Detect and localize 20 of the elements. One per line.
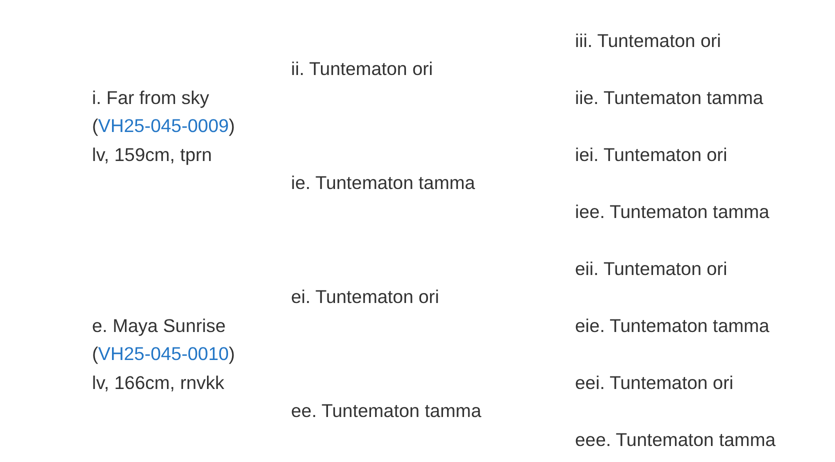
- registration-line: (VH25-045-0010): [92, 342, 235, 366]
- ancestor-name: iii. Tuntematon ori: [575, 29, 722, 53]
- registration-link: VH25-045-0010: [98, 343, 229, 364]
- registration-link: VH25-045-0009: [98, 115, 229, 136]
- ancestor-name: ie. Tuntematon tamma: [291, 171, 476, 195]
- horse-details: lv, 166cm, rnvkk: [92, 371, 224, 395]
- ancestor-name: eei. Tuntematon ori: [575, 371, 734, 395]
- registration-line: (VH25-045-0009): [92, 114, 235, 138]
- horse-name: i. Far from sky: [92, 86, 210, 110]
- ancestor-name: iee. Tuntematon tamma: [575, 200, 770, 224]
- ancestor-name: ee. Tuntematon tamma: [291, 399, 482, 423]
- horse-details: lv, 159cm, tprn: [92, 143, 212, 167]
- ancestor-name: ii. Tuntematon ori: [291, 57, 433, 81]
- ancestor-name: iie. Tuntematon tamma: [575, 86, 764, 110]
- ancestor-name: iei. Tuntematon ori: [575, 143, 728, 167]
- ancestor-name: eie. Tuntematon tamma: [575, 314, 770, 338]
- ancestor-name: eee. Tuntematon tamma: [575, 428, 776, 452]
- ancestor-name: ei. Tuntematon ori: [291, 285, 440, 309]
- horse-name: e. Maya Sunrise: [92, 314, 226, 338]
- ancestor-name: eii. Tuntematon ori: [575, 257, 728, 281]
